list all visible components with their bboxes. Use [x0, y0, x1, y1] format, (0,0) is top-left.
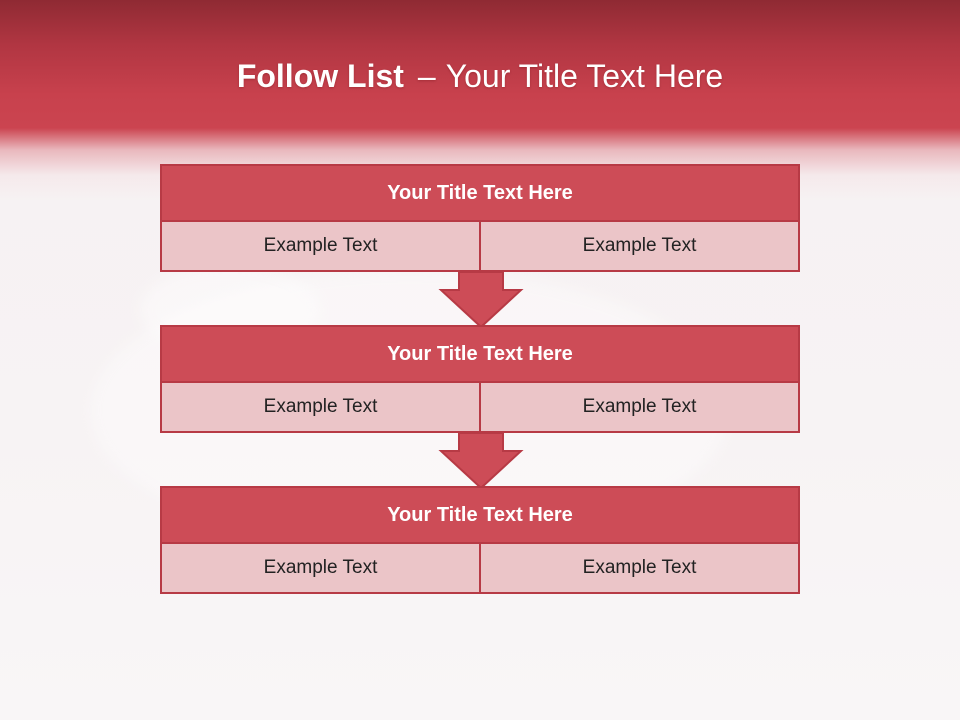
- slide-title-bold: Follow List: [236, 58, 404, 94]
- step-cells: Example Text Example Text: [160, 222, 800, 272]
- step-title: Your Title Text Here: [160, 325, 800, 383]
- step-cell-left: Example Text: [160, 383, 480, 433]
- down-arrow-icon: [438, 271, 524, 329]
- slide-title-rest: Your Title Text Here: [445, 58, 724, 94]
- step-box-1: Your Title Text Here Example Text Exampl…: [160, 164, 800, 272]
- slide-title: Follow List–Your Title Text Here: [0, 52, 960, 100]
- step-cell-left: Example Text: [160, 544, 480, 594]
- step-cell-left: Example Text: [160, 222, 480, 272]
- step-cells: Example Text Example Text: [160, 383, 800, 433]
- step-cells: Example Text Example Text: [160, 544, 800, 594]
- step-box-2: Your Title Text Here Example Text Exampl…: [160, 325, 800, 433]
- step-title: Your Title Text Here: [160, 164, 800, 222]
- step-cell-right: Example Text: [480, 222, 800, 272]
- step-box-3: Your Title Text Here Example Text Exampl…: [160, 486, 800, 594]
- step-cell-right: Example Text: [480, 383, 800, 433]
- slide-title-dash: –: [417, 58, 436, 94]
- step-title: Your Title Text Here: [160, 486, 800, 544]
- step-cell-right: Example Text: [480, 544, 800, 594]
- down-arrow-icon: [438, 432, 524, 490]
